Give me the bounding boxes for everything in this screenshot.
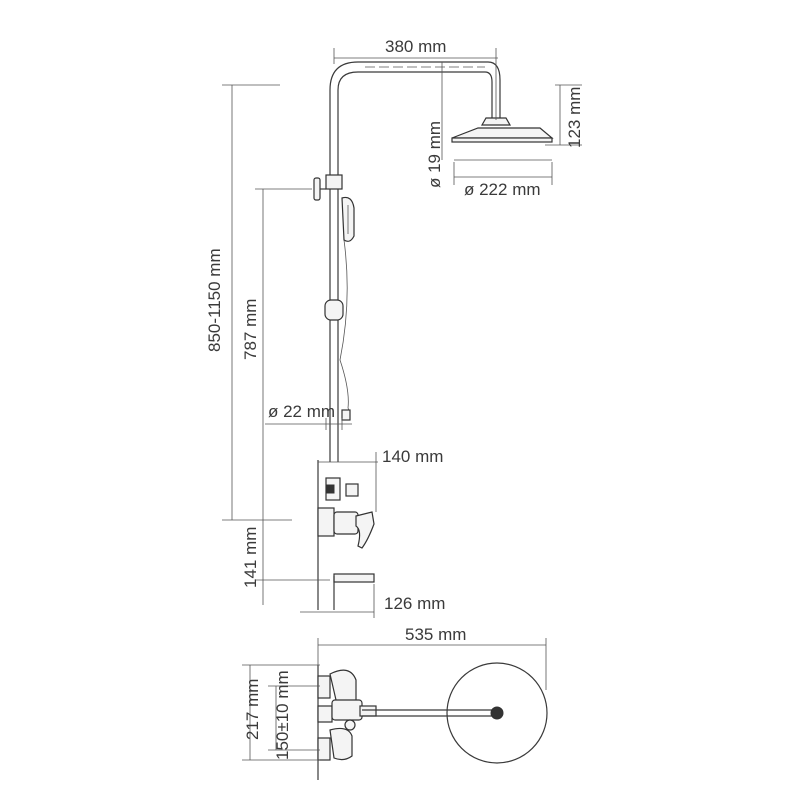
- dim-140-label: 140 mm: [382, 447, 443, 466]
- rain-shower-head-plate: [451, 137, 553, 143]
- dim-150-label: 150±10 mm: [273, 670, 292, 760]
- top-clamp: [325, 174, 343, 190]
- shower-hose: [339, 239, 350, 419]
- mixer-flange: [317, 507, 335, 537]
- top-mixer-body: [331, 699, 363, 721]
- hose-outlet: [345, 483, 359, 497]
- bath-spout: [333, 573, 375, 583]
- dim-222-label: ø 222 mm: [464, 180, 541, 199]
- dim-787-label: 787 mm: [241, 299, 260, 360]
- front-view: [313, 61, 554, 610]
- top-mixer-outlet: [359, 705, 377, 717]
- dim-126-label: 126 mm: [384, 594, 445, 613]
- dim-380-label: 380 mm: [385, 37, 446, 56]
- top-connection-lower: [317, 737, 331, 761]
- mixer-lever: [355, 511, 375, 549]
- dim-535-label: 535 mm: [405, 625, 466, 644]
- top-view: 535 mm 217 mm 150±10 mm: [242, 625, 548, 780]
- top-head-connector: [490, 706, 504, 720]
- top-lower-body: [329, 727, 353, 761]
- arm-drop-outer: [487, 61, 501, 118]
- dim-19-label: ø 19 mm: [425, 121, 444, 188]
- dim-123-label: 123 mm: [565, 87, 584, 148]
- mixer-body: [333, 511, 359, 535]
- overhead-arm-inner: [337, 71, 485, 91]
- top-shower-head-disc: [446, 662, 548, 764]
- wall-bracket-plate: [313, 177, 321, 201]
- top-diverter: [344, 719, 356, 731]
- hose-connector: [341, 409, 351, 421]
- rain-shower-head-top: [451, 127, 554, 139]
- dim-22-label: ø 22 mm: [268, 402, 335, 421]
- top-mixer-flange: [317, 705, 333, 723]
- dim-141-label: 141 mm: [241, 527, 260, 588]
- dim-850-label: 850-1150 mm: [205, 248, 224, 352]
- top-hand-shower: [329, 669, 357, 704]
- arm-drop-inner: [484, 71, 493, 118]
- dim-217-label: 217 mm: [243, 679, 262, 740]
- front-dimensions: 380 mm 123 mm ø 19 mm ø 222 mm 850-1150 …: [205, 37, 584, 618]
- top-connection-upper: [317, 675, 331, 699]
- diverter-knob: [326, 484, 335, 494]
- overhead-arm-outer: [329, 61, 488, 91]
- slide-holder: [324, 299, 344, 321]
- head-connector: [480, 117, 512, 126]
